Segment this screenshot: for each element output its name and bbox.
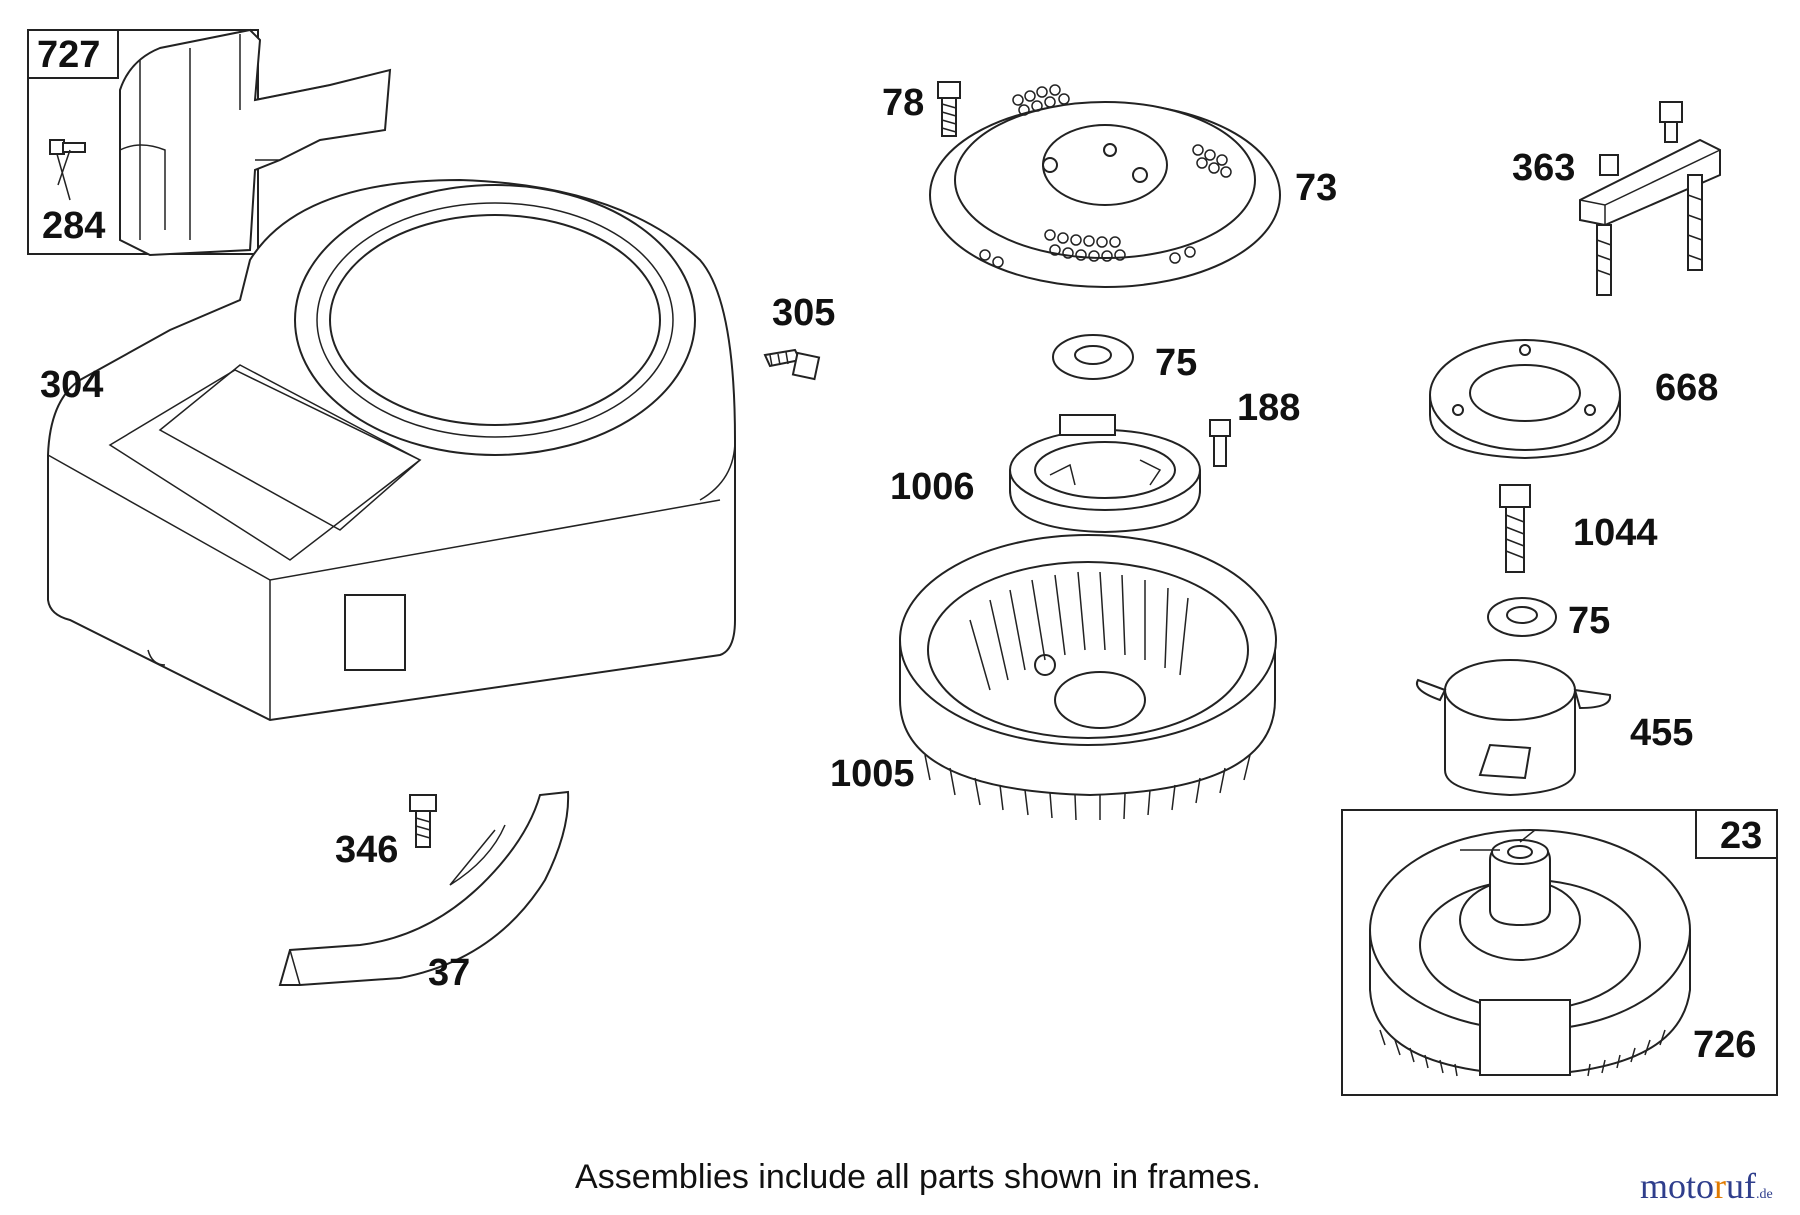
- bolt-188: [1209, 419, 1231, 467]
- part-label-75-right: 75: [1568, 600, 1610, 642]
- bolt-1044: [1499, 484, 1531, 573]
- part-label-455: 455: [1630, 712, 1693, 754]
- part-label-363: 363: [1512, 147, 1575, 189]
- watermark-main: moto: [1640, 1166, 1714, 1206]
- blower-housing-304: [47, 178, 736, 722]
- frame-label-23: 23: [1720, 815, 1762, 857]
- part-label-37: 37: [428, 952, 470, 994]
- part-label-188: 188: [1237, 387, 1300, 429]
- cup-455: [1416, 659, 1612, 797]
- part-label-73: 73: [1295, 167, 1337, 209]
- watermark-tail: uf: [1726, 1166, 1756, 1206]
- air-guide-37: [278, 790, 570, 986]
- washer-75-center: [1052, 334, 1134, 380]
- watermark-suffix: .de: [1756, 1187, 1773, 1202]
- screen-perforations: [979, 84, 1232, 268]
- bolt-78: [937, 81, 961, 137]
- frame-727: [27, 28, 392, 257]
- watermark-accent: r: [1714, 1166, 1726, 1206]
- screw-284: [49, 139, 86, 201]
- frame-23: [1341, 809, 1778, 1096]
- part-label-726: 726: [1693, 1024, 1756, 1066]
- part-label-78: 78: [882, 82, 924, 124]
- footer-note: Assemblies include all parts shown in fr…: [575, 1158, 1261, 1196]
- watermark-logo: motoruf.de: [1640, 1166, 1773, 1206]
- screw-305: [763, 348, 821, 381]
- ratchet-cup-1006: [1009, 414, 1201, 534]
- part-label-305: 305: [772, 292, 835, 334]
- part-label-1005: 1005: [830, 753, 915, 795]
- part-label-75-center: 75: [1155, 342, 1197, 384]
- frame-label-727: 727: [37, 34, 100, 76]
- svg-text:motoruf.de: motoruf.de: [1640, 1166, 1773, 1206]
- part-label-304: 304: [40, 364, 103, 406]
- bolt-346: [409, 794, 437, 848]
- leader-lines: [57, 149, 71, 186]
- part-label-1044: 1044: [1573, 512, 1658, 554]
- plate-668: [1429, 339, 1621, 460]
- rotating-screen-73: [929, 84, 1281, 288]
- part-label-1006: 1006: [890, 466, 975, 508]
- flywheel-726: [1369, 829, 1691, 1077]
- part-label-284: 284: [42, 205, 105, 247]
- bracket-363: [1579, 101, 1721, 296]
- part-label-668: 668: [1655, 367, 1718, 409]
- flywheel-fan-1005: [899, 534, 1277, 821]
- part-label-346: 346: [335, 829, 398, 871]
- washer-75-right: [1487, 597, 1557, 637]
